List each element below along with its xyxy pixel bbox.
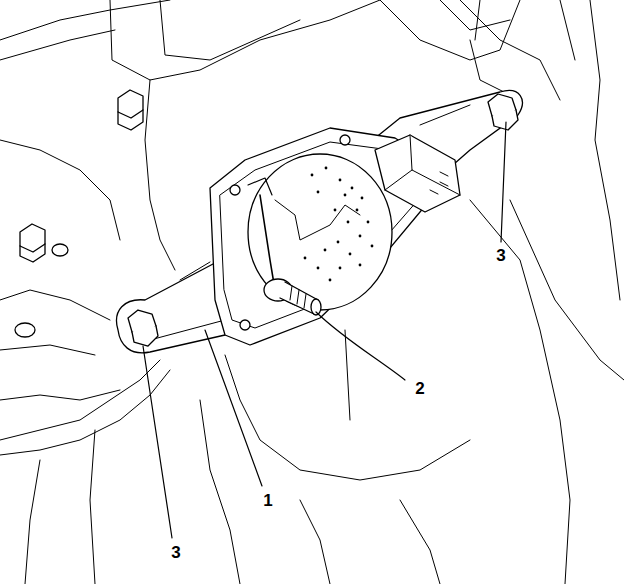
rotor-disk [248, 154, 392, 310]
case-bolts [15, 90, 143, 337]
callout-number: 2 [414, 380, 425, 397]
switch-bracket [117, 91, 523, 353]
callout-number: 1 [262, 492, 273, 509]
callout-number: 3 [495, 247, 506, 264]
manual-shaft [264, 279, 321, 315]
leader-lines [143, 122, 506, 538]
callout-number: 3 [170, 544, 181, 561]
electrical-connector [375, 135, 460, 212]
mounting-bolts [128, 94, 518, 346]
